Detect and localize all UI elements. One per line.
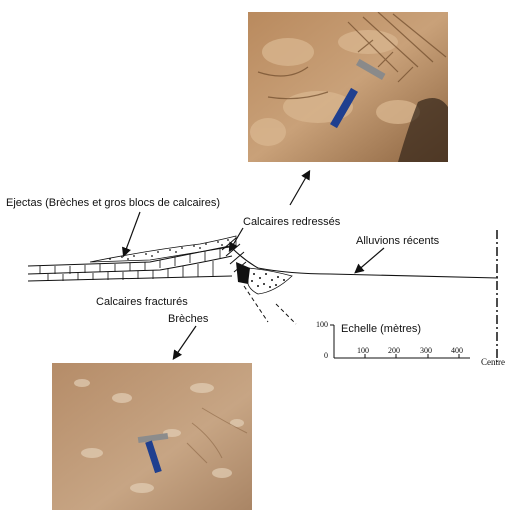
scale-tick-400: 400 [451,346,463,355]
label-calcaires-fractures: Calcaires fracturés [96,296,188,308]
label-breches: Brèches [168,313,208,325]
label-calcaires-redresses: Calcaires redressés [243,216,340,228]
scale-tick-300: 300 [420,346,432,355]
crater-wall-dashed [244,286,296,324]
label-alluvions: Alluvions récents [356,235,439,247]
breccia-lens [236,262,292,294]
scale-tick-100: 100 [357,346,369,355]
label-ejectas: Ejectas (Brèches et gros blocs de calcai… [6,197,220,209]
label-centre: Centre [481,357,510,367]
alluvium-surface [232,248,498,278]
scale-vertical-value: 100 [316,320,328,329]
scale-zero: 0 [324,351,328,360]
scale-tick-200: 200 [388,346,400,355]
scale-title: Echelle (mètres) [341,323,421,335]
